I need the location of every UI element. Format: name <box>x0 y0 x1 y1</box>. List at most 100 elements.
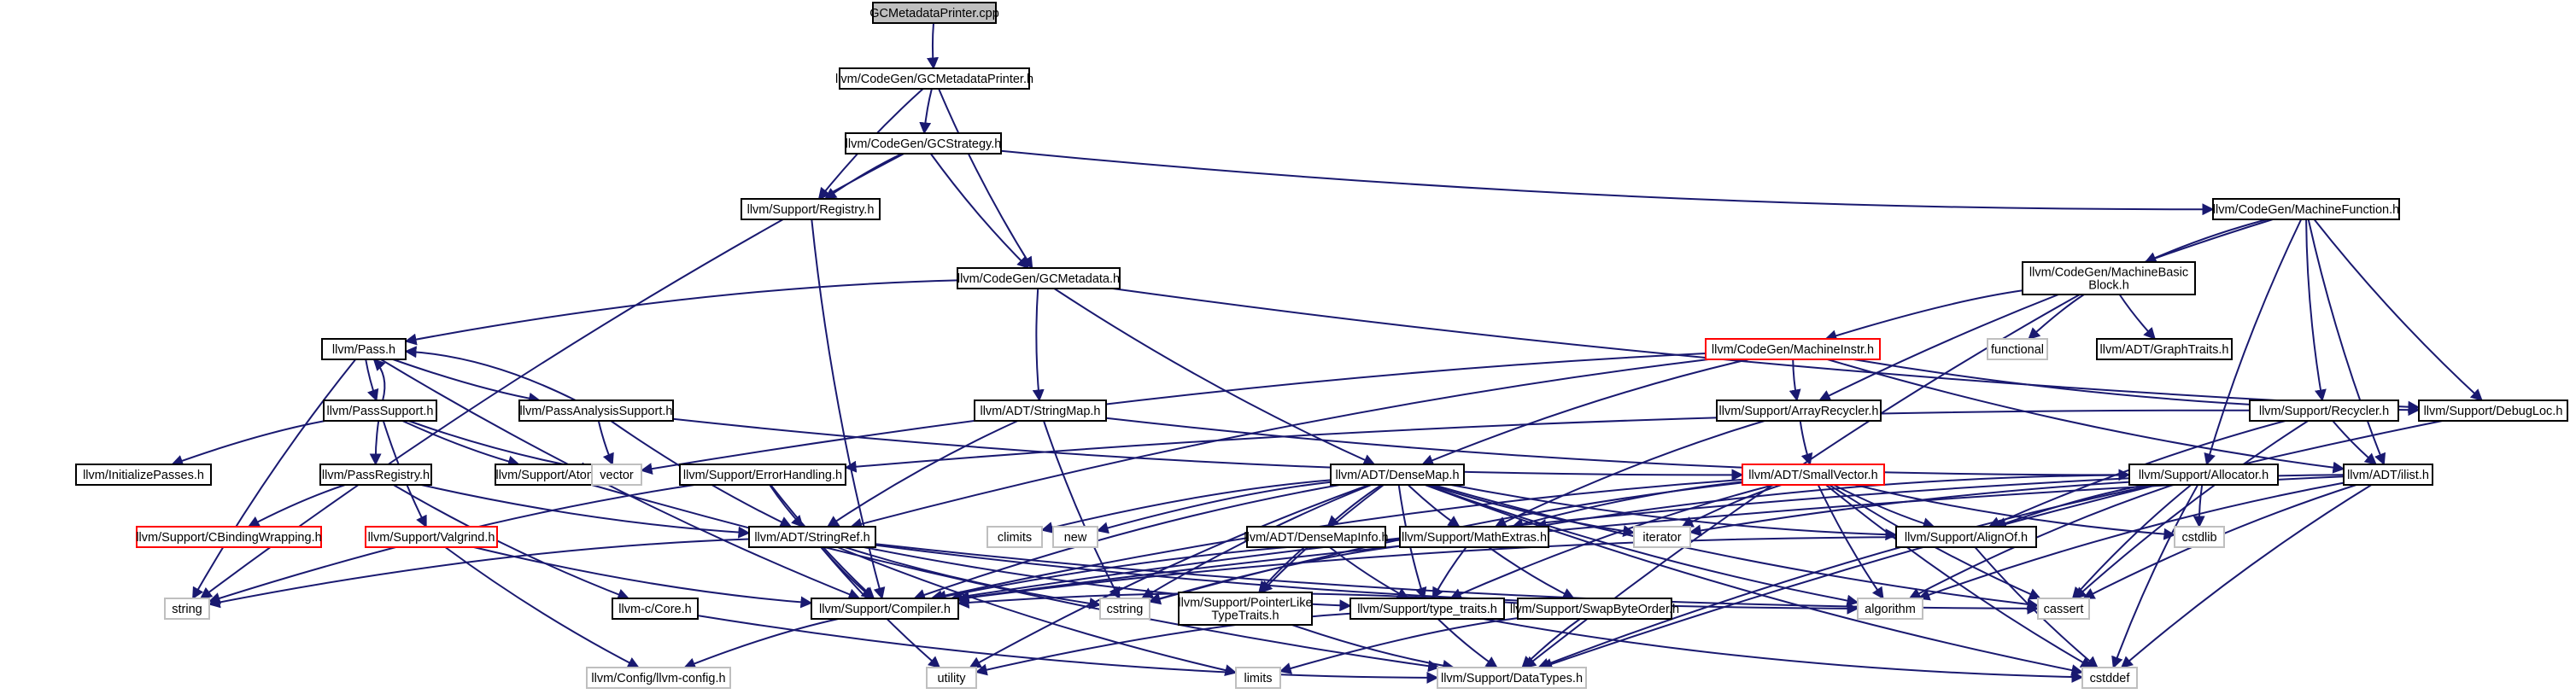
node-box-mbb <box>2022 261 2196 295</box>
node-swapbo[interactable]: llvm/Support/SwapByteOrder.h <box>1510 598 1679 620</box>
node-box-preg <box>319 464 432 486</box>
node-pass[interactable]: llvm/Pass.h <box>321 338 407 360</box>
node-dmi[interactable]: llvm/ADT/DenseMapInfo.h <box>1244 526 1389 548</box>
edge-gcmd-to-strmap <box>1032 288 1045 402</box>
node-box-cbw <box>136 526 322 548</box>
node-valgrind[interactable]: llvm/Support/Valgrind.h <box>365 526 498 548</box>
node-label-atomic: llvm/Support/Atomic.h <box>495 469 616 482</box>
edge-svec-to-iterator <box>1681 484 1783 528</box>
edge-passsupport-to-pass <box>372 358 386 401</box>
node-mf[interactable]: llvm/CodeGen/MachineFunction.h <box>2212 198 2400 220</box>
node-box-strmap <box>974 399 1107 422</box>
node-dbg[interactable]: llvm/Support/DebugLoc.h <box>2418 399 2568 422</box>
edge-minstr-to-ilist <box>1827 359 2345 474</box>
node-box-vector <box>591 464 642 486</box>
edge-gcmp-to-gcs <box>919 88 933 135</box>
node-graphtraits[interactable]: llvm/ADT/GraphTraits.h <box>2096 338 2233 360</box>
node-label-typetraits: llvm/Support/type_traits.h <box>1357 603 1497 616</box>
node-label-root: GCMetadataPrinter.cpp <box>869 7 999 20</box>
edge-mathext-to-cstring <box>1148 545 1401 604</box>
edge-pas-to-svec <box>672 417 1744 481</box>
node-typetraits[interactable]: llvm/Support/type_traits.h <box>1349 598 1505 620</box>
node-utility: utility <box>926 667 977 689</box>
node-label-swapbo: llvm/Support/SwapByteOrder.h <box>1510 603 1679 616</box>
node-cassert: cassert <box>2037 598 2090 620</box>
node-box-valgrind <box>365 526 498 548</box>
node-label-pass: llvm/Pass.h <box>332 343 395 357</box>
edge-root-to-gcmp <box>927 22 939 70</box>
node-dmap[interactable]: llvm/ADT/DenseMap.h <box>1330 464 1465 486</box>
edge-pass-to-passsupport <box>365 359 379 402</box>
node-box-typetraits <box>1349 598 1505 620</box>
edge-ilist-to-algorithm <box>1917 481 2345 601</box>
node-label-svec: llvm/ADT/SmallVector.h <box>1748 469 1878 482</box>
node-rec[interactable]: llvm/Support/Recycler.h <box>2249 399 2399 422</box>
node-label-cstddef: cstddef <box>2090 672 2131 685</box>
node-gcmp[interactable]: llvm/CodeGen/GCMetadataPrinter.h <box>835 67 1033 90</box>
node-label-compiler: llvm/Support/Compiler.h <box>819 603 951 616</box>
edge-alloc-to-mathext <box>1534 474 2130 531</box>
node-label-cbw: llvm/Support/CBindingWrapping.h <box>136 531 321 545</box>
node-box-functional <box>1987 338 2048 360</box>
edge-gcmd-to-pass <box>404 279 958 346</box>
edge-dmi-to-typetraits <box>1329 546 1409 599</box>
node-box-string <box>164 598 210 620</box>
edge-dmap-to-cassert <box>1432 484 2040 610</box>
node-strref[interactable]: llvm/ADT/StringRef.h <box>748 526 876 548</box>
edge-strmap-to-strref <box>826 420 1019 528</box>
node-errh[interactable]: llvm/Support/ErrorHandling.h <box>679 464 846 486</box>
node-algorithm: algorithm <box>1857 598 1923 620</box>
node-label-cassert: cassert <box>2044 603 2084 616</box>
node-box-gcmp <box>839 67 1030 90</box>
node-box-ilist <box>2343 464 2433 486</box>
node-label-cstring: cstring <box>1107 603 1144 616</box>
node-box-cstddef <box>2081 667 2138 689</box>
edge-svec-to-alignof <box>1833 484 1935 529</box>
node-label-ptrlike: llvm/Support/PointerLike <box>1178 597 1312 610</box>
node-label-llvmconfig: llvm/Config/llvm-config.h <box>591 672 725 685</box>
node-compiler[interactable]: llvm/Support/Compiler.h <box>811 598 959 620</box>
node-label-dmap: llvm/ADT/DenseMap.h <box>1335 469 1459 482</box>
node-ccore[interactable]: llvm-c/Core.h <box>612 598 699 620</box>
node-mathext[interactable]: llvm/Support/MathExtras.h <box>1399 526 1549 548</box>
node-alignof[interactable]: llvm/Support/AlignOf.h <box>1895 526 2037 548</box>
node-llvmconfig: llvm/Config/llvm-config.h <box>586 667 731 689</box>
edge-minstr-to-arec <box>1789 359 1801 402</box>
node-cbw[interactable]: llvm/Support/CBindingWrapping.h <box>136 526 322 548</box>
node-gcmd[interactable]: llvm/CodeGen/GCMetadata.h <box>957 267 1121 289</box>
node-box-initp <box>75 464 212 486</box>
node-gcs[interactable]: llvm/CodeGen/GCStrategy.h <box>845 132 1002 155</box>
node-label-cstdlib: cstdlib <box>2181 531 2216 545</box>
node-preg[interactable]: llvm/PassRegistry.h <box>319 464 432 486</box>
node-box-reg <box>741 198 881 220</box>
node-initp[interactable]: llvm/InitializePasses.h <box>75 464 212 486</box>
node-svec[interactable]: llvm/ADT/SmallVector.h <box>1742 464 1885 486</box>
node-pas[interactable]: llvm/PassAnalysisSupport.h <box>518 399 674 422</box>
edge-mbb-to-functional <box>2028 294 2085 340</box>
node-minstr[interactable]: llvm/CodeGen/MachineInstr.h <box>1705 338 1881 360</box>
node-cstddef: cstddef <box>2081 667 2138 689</box>
node-reg[interactable]: llvm/Support/Registry.h <box>741 198 881 220</box>
node-functional: functional <box>1987 338 2048 360</box>
node-box-alignof <box>1895 526 2037 548</box>
node-box-root <box>872 2 997 24</box>
edge-minstr-to-dmap <box>1421 359 1749 466</box>
node-climits: climits <box>986 526 1043 548</box>
edge-minstr-to-strref <box>850 359 1709 530</box>
node-label-datatypes: llvm/Support/DataTypes.h <box>1441 672 1583 685</box>
node-ilist[interactable]: llvm/ADT/ilist.h <box>2343 464 2433 486</box>
node-alloc[interactable]: llvm/Support/Allocator.h <box>2128 464 2279 486</box>
edge-dmap-to-dmi <box>1326 484 1383 528</box>
node-passsupport[interactable]: llvm/PassSupport.h <box>323 399 437 422</box>
node-label-arec: llvm/Support/ArrayRecycler.h <box>1719 405 1879 418</box>
node-strmap[interactable]: llvm/ADT/StringMap.h <box>974 399 1107 422</box>
node-box-algorithm <box>1857 598 1923 620</box>
node-arec[interactable]: llvm/Support/ArrayRecycler.h <box>1716 399 1882 422</box>
edge-alloc-to-cstdlib <box>2193 484 2205 528</box>
edge-ptrlike-to-datatypes <box>1291 624 1455 672</box>
node-label-ptrlike: TypeTraits.h <box>1211 609 1279 623</box>
node-string: string <box>164 598 210 620</box>
node-root[interactable]: GCMetadataPrinter.cpp <box>869 2 999 24</box>
